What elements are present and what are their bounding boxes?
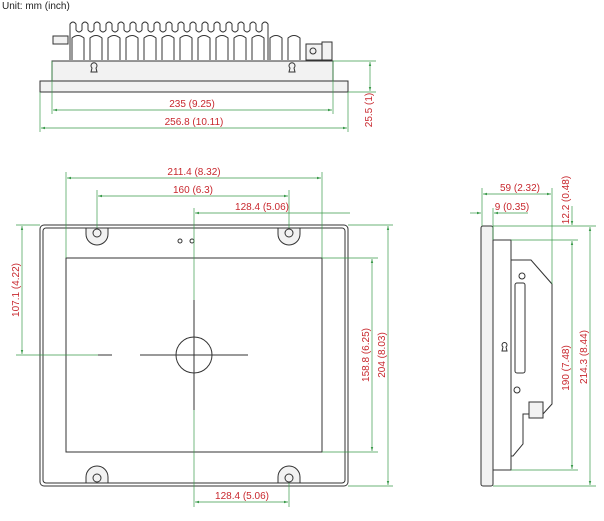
dim-top-offset: 12.2 (0.48) — [561, 176, 572, 224]
screw-icon — [518, 272, 526, 280]
center-crosshair — [98, 300, 248, 410]
keyhole-icon — [90, 62, 296, 73]
dim-total-height: 214.3 (8.44) — [579, 330, 590, 384]
unit-label: Unit: mm (inch) — [2, 1, 70, 12]
dim-offset-top: 128.4 (5.06) — [235, 202, 289, 213]
indicator-led-icon — [177, 238, 183, 244]
dim-depth: 25.5 (1) — [364, 93, 375, 127]
screw-icon — [513, 386, 521, 394]
dim-bezel-depth: 9 (0.35) — [495, 202, 529, 213]
side-bracket — [510, 259, 553, 457]
dim-screen-width: 211.4 (8.32) — [167, 167, 220, 178]
connector-icon — [528, 401, 544, 419]
dim-mount-spacing: 160 (6.3) — [173, 185, 213, 196]
rear-plate — [51, 60, 334, 82]
top-view: 235 (9.25) 256.8 (10.11) 25.5 (1) — [39, 21, 376, 132]
antenna-connector-icon — [52, 35, 69, 45]
side-body — [492, 239, 512, 471]
front-view: 211.4 (8.32) 160 (6.3) 128.4 (5.06) 128.… — [11, 167, 393, 507]
dim-screen-height: 158.8 (6.25) — [361, 328, 372, 382]
dim-body-height: 190 (7.48) — [561, 345, 572, 391]
dim-width-inner: 235 (9.25) — [169, 99, 215, 110]
front-bezel — [39, 80, 349, 93]
dim-center-height: 107.1 (4.22) — [11, 263, 22, 317]
side-port-icon — [305, 43, 323, 61]
dim-offset-bottom: 128.4 (5.06) — [215, 491, 269, 502]
dim-width-outer: 256.8 (10.11) — [165, 117, 224, 128]
side-bezel — [480, 225, 494, 487]
mount-screw-icon — [85, 227, 301, 484]
dim-bezel-height: 204 (8.03) — [377, 332, 388, 378]
heatsink-fins — [69, 21, 301, 60]
side-view: 59 (2.32) 9 (0.35) 12.2 (0.48) 190 (7.48… — [470, 176, 596, 487]
dim-total-depth: 59 (2.32) — [500, 183, 540, 194]
keyhole-icon — [501, 342, 508, 352]
indicator-led-icon — [189, 238, 195, 244]
